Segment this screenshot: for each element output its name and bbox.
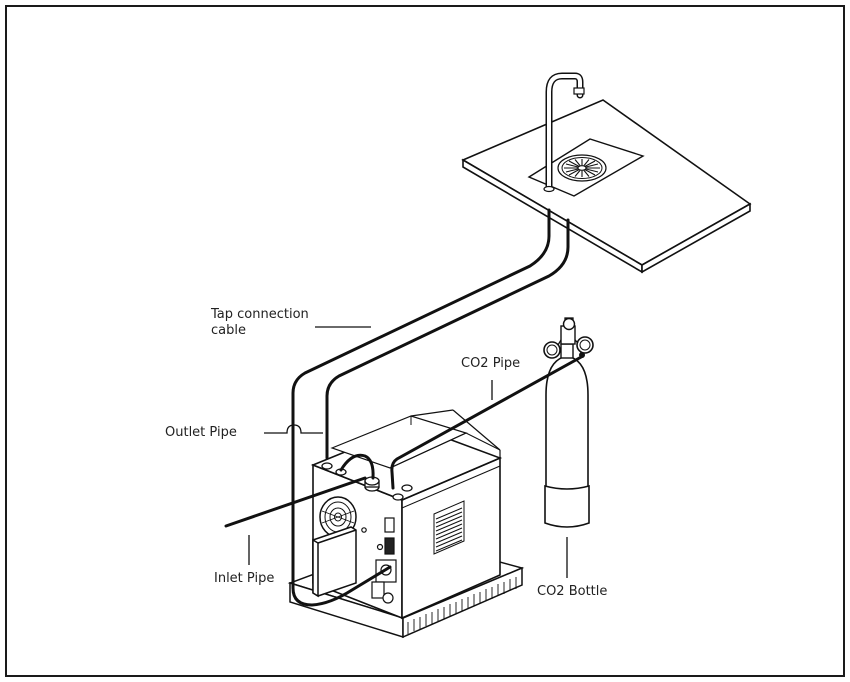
front-controls xyxy=(361,517,397,604)
tap-connection-cable-label: Tap connection cable xyxy=(211,307,309,339)
countertop xyxy=(461,99,752,274)
tap-connection-cable-label-line2: cable xyxy=(211,323,246,338)
outlet-pipe xyxy=(339,453,375,480)
top-fittings xyxy=(321,462,413,501)
leader-lines xyxy=(248,326,568,578)
co2-pipe-label: CO2 Pipe xyxy=(461,356,521,371)
inlet-pipe xyxy=(224,476,367,528)
fan-grille xyxy=(319,496,357,538)
side-vent xyxy=(433,500,465,555)
tap-faucet xyxy=(543,72,585,193)
tap-connection-cable-label-line1: Tap connection xyxy=(211,307,309,322)
outlet-pipe-label: Outlet Pipe xyxy=(165,425,237,440)
tray-vents xyxy=(407,577,517,634)
co2-pipe xyxy=(390,354,585,490)
inlet-filter xyxy=(312,526,357,598)
tap-connection-cable xyxy=(291,208,570,607)
dispenser-unit xyxy=(287,409,525,639)
co2-bottle xyxy=(543,317,594,528)
inlet-pipe-label: Inlet Pipe xyxy=(214,571,275,586)
co2-bottle-label: CO2 Bottle xyxy=(537,584,608,599)
figure-frame xyxy=(5,5,845,677)
drip-tray xyxy=(527,138,645,197)
